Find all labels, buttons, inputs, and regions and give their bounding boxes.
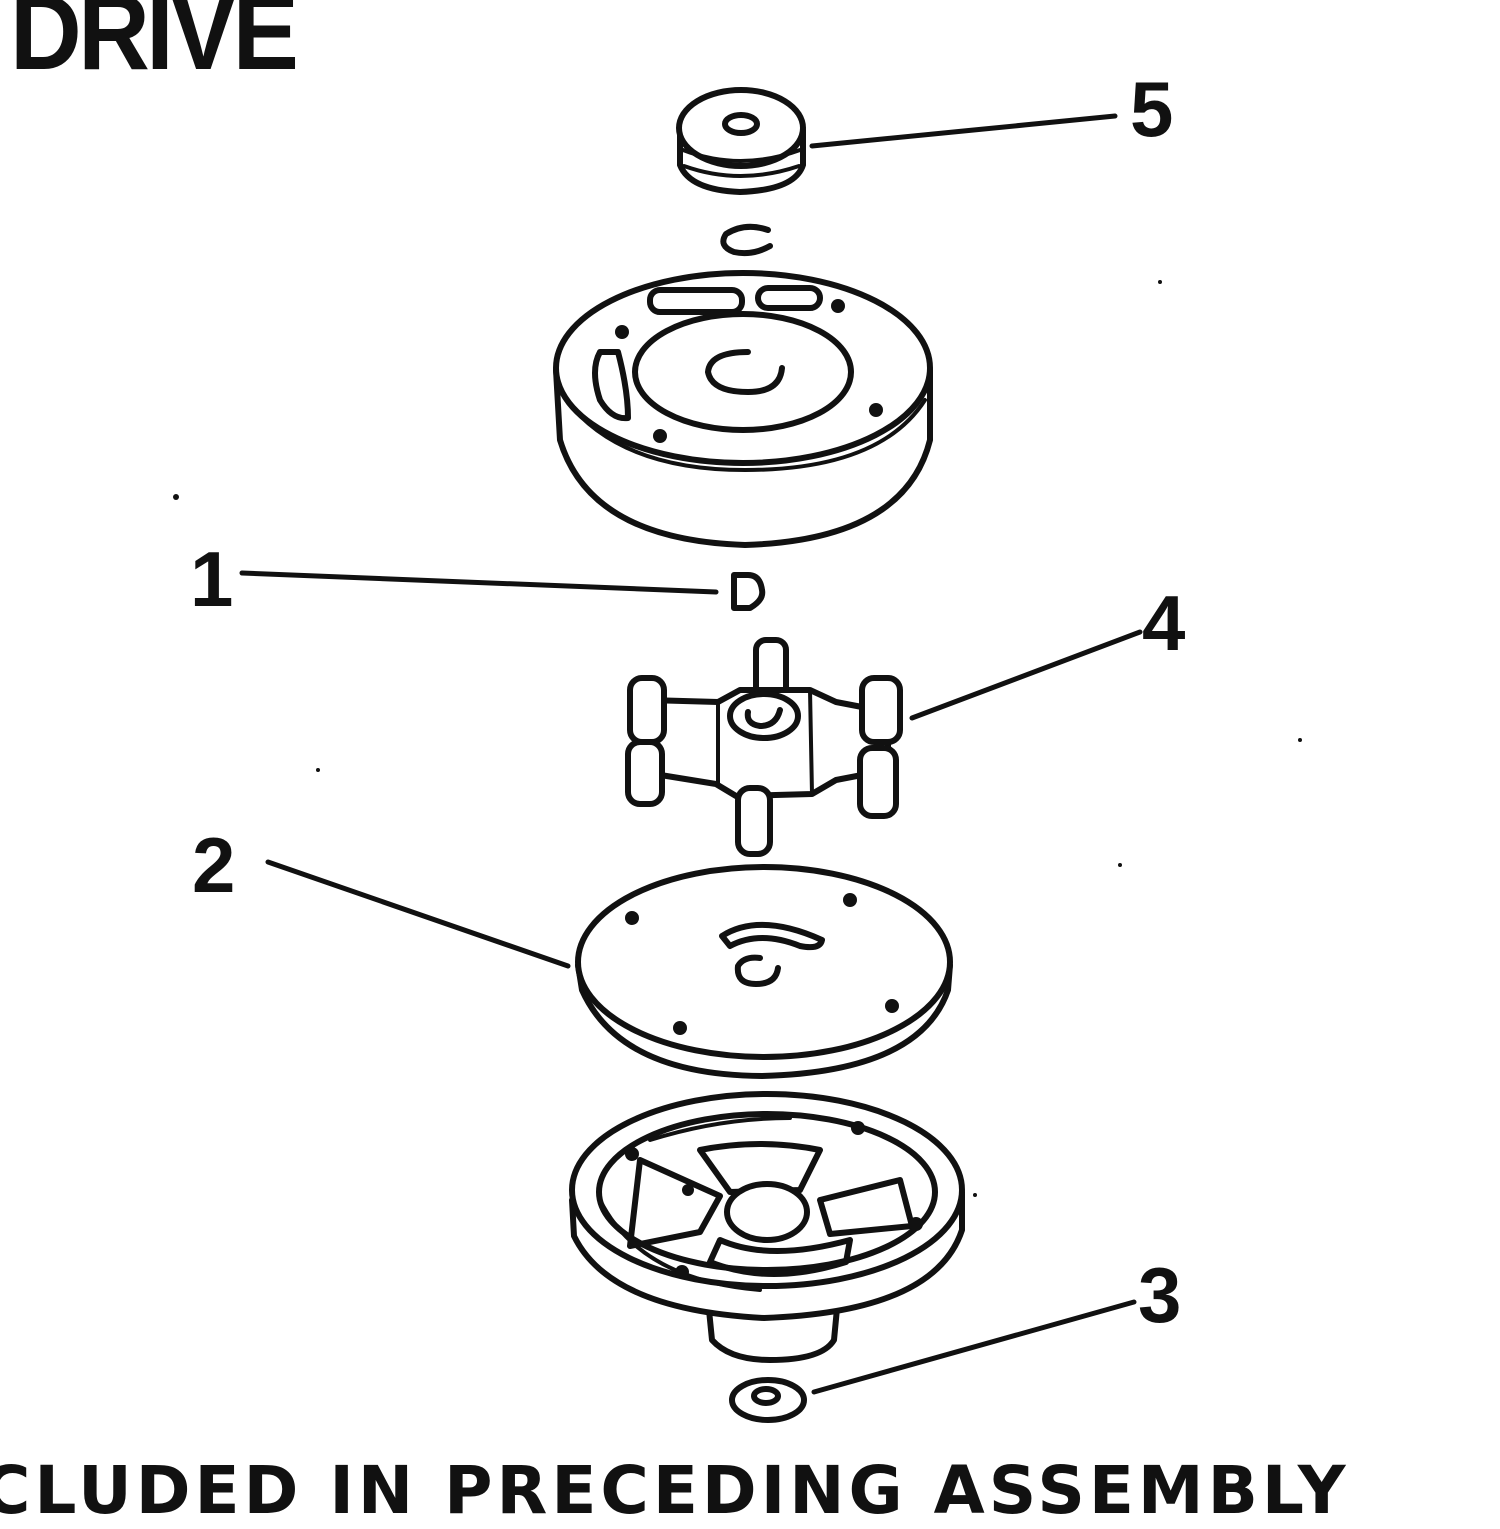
speck <box>1298 738 1302 742</box>
pump-base <box>569 1091 965 1363</box>
pump-housing <box>553 270 933 548</box>
retaining-clip <box>720 223 773 257</box>
speck <box>973 1193 977 1197</box>
callout-1: 1 <box>190 535 233 623</box>
part-5-cap <box>676 87 806 195</box>
leader-line-5 <box>809 113 1118 149</box>
callout-4: 4 <box>1142 579 1185 667</box>
part-3-washer <box>729 1377 807 1423</box>
part-1-drive-pin <box>731 572 766 611</box>
leader-line-1 <box>239 570 719 595</box>
callout-5: 5 <box>1130 65 1173 153</box>
speck <box>1118 863 1122 867</box>
callout-2: 2 <box>192 821 235 909</box>
footnote-text: CLUDED IN PRECEDING ASSEMBLY <box>0 1452 1350 1529</box>
speck <box>316 768 320 772</box>
speck <box>1158 280 1162 284</box>
callout-3: 3 <box>1138 1251 1181 1339</box>
leader-line-2 <box>265 859 571 969</box>
part-2-plate <box>575 864 953 1079</box>
leader-line-4 <box>909 629 1143 721</box>
speck <box>173 494 179 500</box>
page-title: DRIVE <box>10 0 299 92</box>
part-4-impeller <box>625 637 903 857</box>
leader-line-3 <box>811 1299 1137 1395</box>
